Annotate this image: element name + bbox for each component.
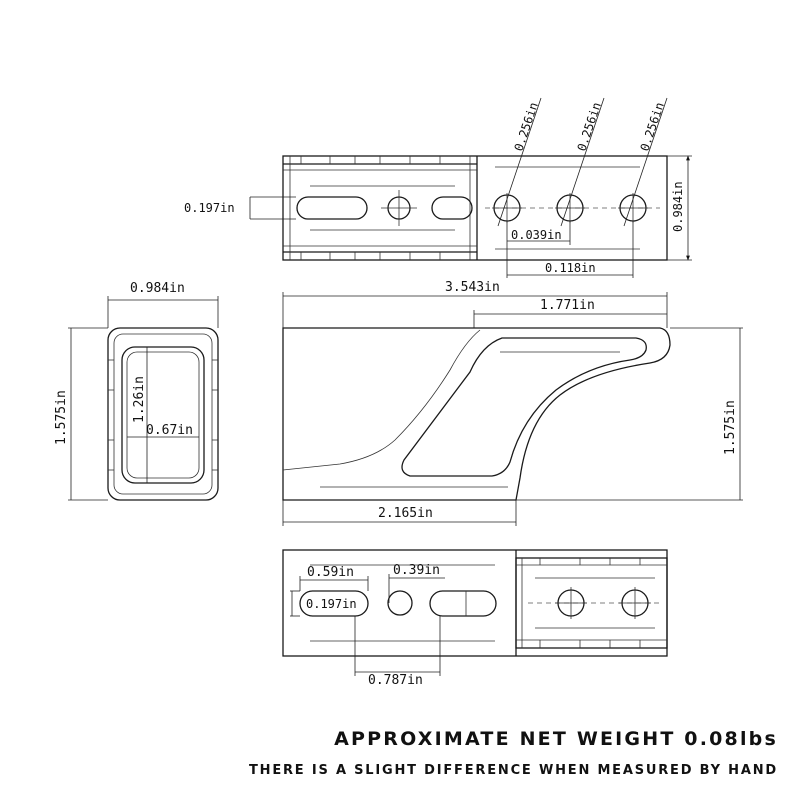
end-inner-width-label: 0.67in <box>146 423 193 438</box>
measurement-note-text: THERE IS A SLIGHT DIFFERENCE WHEN MEASUR… <box>248 763 778 778</box>
side-view <box>282 292 743 526</box>
top-hole-dia-label-3: 0.256in <box>638 101 667 153</box>
top-width-label: 0.984in <box>671 181 685 232</box>
top-hole-dia-label-1: 0.256in <box>512 101 541 153</box>
bottom-view <box>282 549 668 676</box>
side-arm-length-label: 1.771in <box>540 298 595 313</box>
end-height-label: 1.575in <box>54 390 69 445</box>
top-hole-dia-label-2: 0.256in <box>575 101 604 153</box>
end-view <box>68 296 219 501</box>
side-length-label: 3.543in <box>445 280 500 295</box>
top-hole-span-label: 0.118in <box>545 261 596 275</box>
side-base-length-label: 2.165in <box>378 506 433 521</box>
side-height-label: 1.575in <box>723 400 738 455</box>
end-width-label: 0.984in <box>130 281 185 296</box>
top-hole-gap-label: 0.039in <box>511 228 562 242</box>
net-weight-text: APPROXIMATE NET WEIGHT 0.08lbs <box>334 728 778 750</box>
bottom-slot-pitch-label: 0.787in <box>368 673 423 688</box>
end-inner-height-label: 1.26in <box>132 376 147 423</box>
bottom-hole-pitch-label: 0.39in <box>393 563 440 578</box>
top-view <box>249 97 692 278</box>
bottom-slot-height-label: 0.197in <box>306 597 357 611</box>
bottom-slot-length-label: 0.59in <box>307 565 354 580</box>
top-slot-height-label: 0.197in <box>184 201 235 215</box>
